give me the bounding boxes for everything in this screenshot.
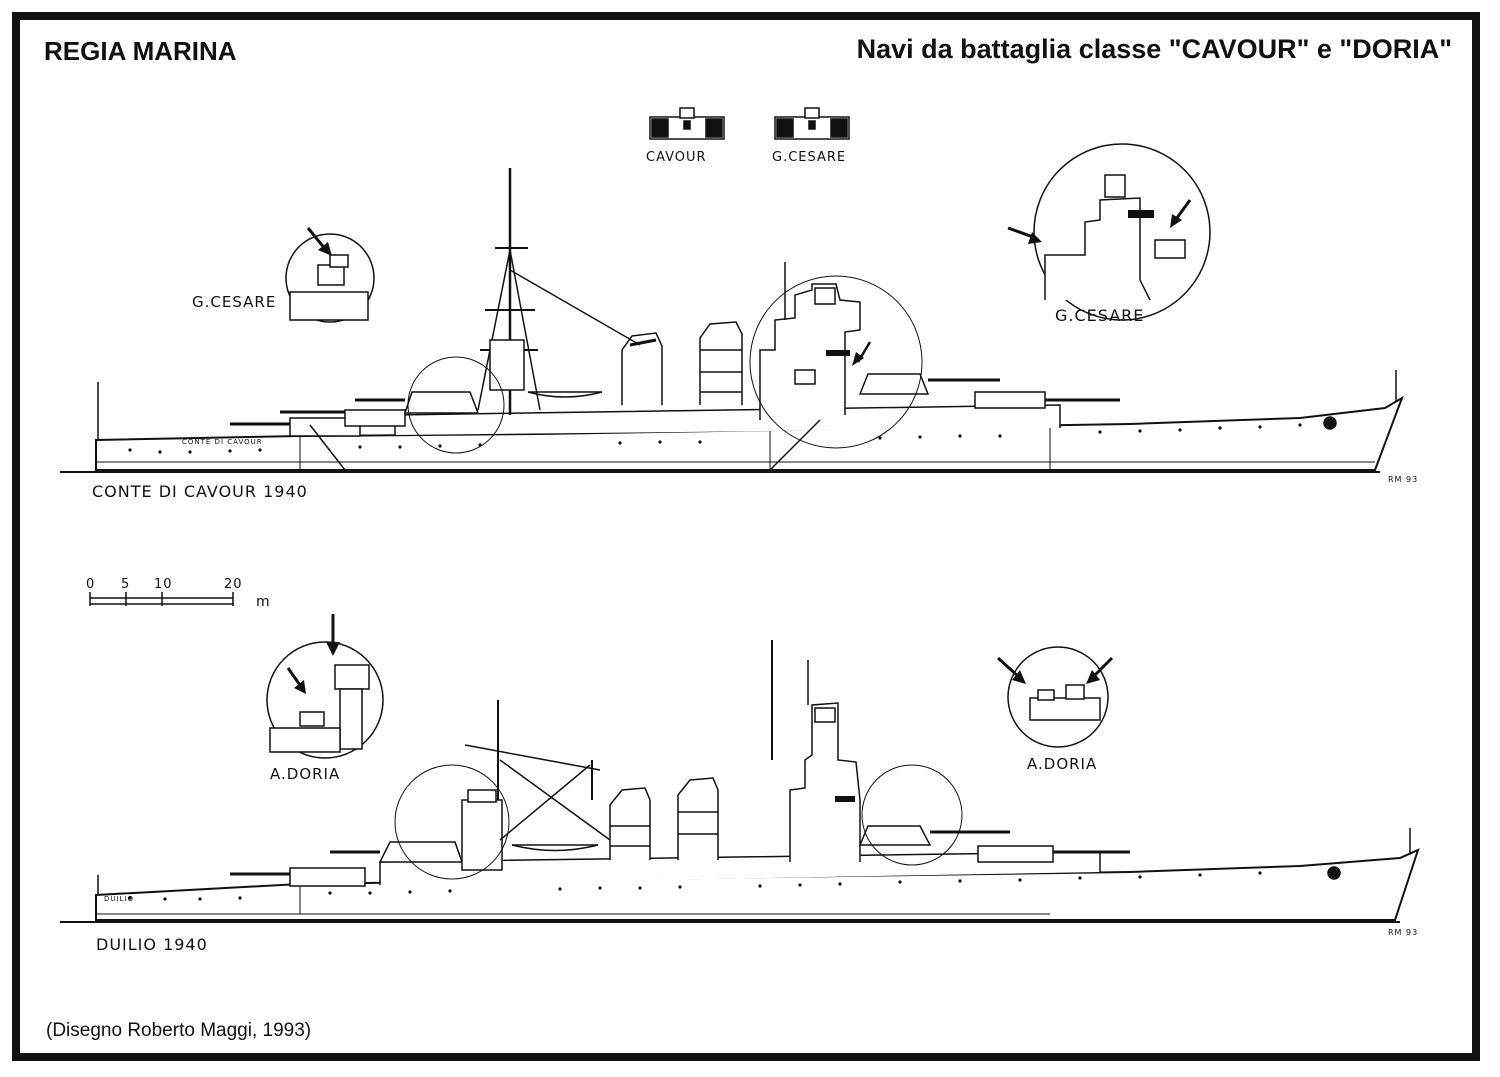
ship-profile-cavour: CONTE DI CAVOUR — [60, 168, 1404, 473]
scale-tick-5: 5 — [121, 577, 130, 592]
bridge-detail-cavour — [649, 107, 725, 140]
signature-bottom: RM 93 — [1388, 928, 1418, 937]
stern-name-duilio: DUILIO — [104, 895, 134, 903]
stern-name-cavour: CONTE DI CAVOUR — [182, 438, 263, 446]
bridge-label-cavour: CAVOUR — [646, 150, 707, 165]
signature-top: RM 93 — [1388, 475, 1418, 484]
scale-unit: m — [256, 594, 271, 610]
bridge-label-cesare: G.CESARE — [772, 150, 846, 165]
ship-name-duilio: DUILIO 1940 — [96, 935, 208, 954]
ship-name-cavour: CONTE DI CAVOUR 1940 — [92, 482, 308, 501]
inset-label-top-right: G.CESARE — [1055, 306, 1144, 325]
scale-tick-10: 10 — [154, 577, 173, 592]
inset-label-top-left: G.CESARE — [192, 293, 276, 311]
ship-profile-duilio: DUILIO — [60, 640, 1420, 923]
inset-cesare-aft — [285, 227, 375, 323]
inset-doria-aft — [266, 614, 384, 759]
scale-tick-0: 0 — [86, 577, 95, 592]
inset-label-bottom-left: A.DORIA — [270, 765, 340, 783]
inset-doria-bridge — [996, 646, 1114, 748]
inset-cesare-bridge — [1007, 143, 1211, 321]
scale-bar — [89, 592, 234, 606]
publisher-title: REGIA MARINA — [44, 36, 237, 66]
scale-tick-20: 20 — [224, 577, 243, 592]
sheet-title: Navi da battaglia classe "CAVOUR" e "DOR… — [856, 34, 1452, 64]
inset-label-bottom-right: A.DORIA — [1027, 755, 1097, 773]
bridge-detail-cesare — [774, 107, 850, 140]
sheet-border — [12, 12, 1480, 1061]
drawing-credit: (Disegno Roberto Maggi, 1993) — [46, 1020, 312, 1041]
